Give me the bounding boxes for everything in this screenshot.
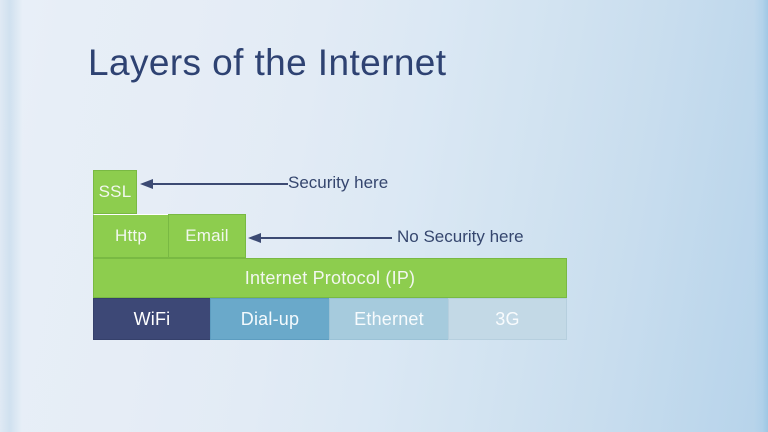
layer-box-label: Internet Protocol (IP) <box>244 267 416 288</box>
page-title: Layers of the Internet <box>88 42 447 83</box>
arrow-left-icon-security <box>140 179 288 189</box>
layer-box-label: Email <box>185 226 229 245</box>
layer-box-dial-up[interactable]: Dial-up <box>210 298 330 340</box>
layer-box-http[interactable]: Http <box>93 214 169 258</box>
layer-box-wifi[interactable]: WiFi <box>93 298 211 340</box>
layer-box-label: Dial-up <box>240 308 300 329</box>
layer-box-ssl[interactable]: SSL <box>93 170 137 214</box>
layer-box-ethernet[interactable]: Ethernet <box>329 298 449 340</box>
layer-box-label: Http <box>115 226 147 245</box>
layer-box-3g[interactable]: 3G <box>448 298 567 340</box>
layer-box-email[interactable]: Email <box>168 214 246 258</box>
arrow-left-icon-no-security <box>248 233 392 243</box>
annotation-security-here: Security here <box>288 173 389 192</box>
layer-box-label: SSL <box>98 182 132 201</box>
layer-box-label: 3G <box>495 308 520 329</box>
layer-box-label: WiFi <box>133 308 171 329</box>
layer-box-label: Ethernet <box>354 308 424 329</box>
layer-box-internet-protocol[interactable]: Internet Protocol (IP) <box>93 258 567 298</box>
annotation-no-security-here: No Security here <box>397 227 524 246</box>
